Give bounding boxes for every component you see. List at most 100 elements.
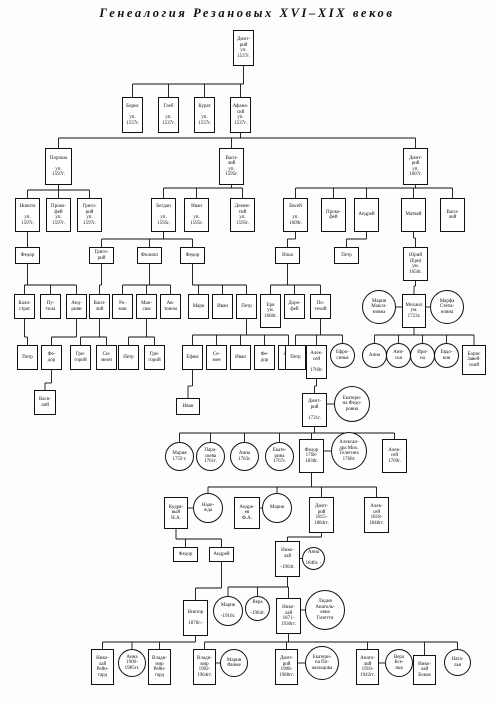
person-efrosinya: Ефро- синья: [330, 343, 355, 368]
person-grigory4: Гри- горий: [144, 345, 165, 370]
person-vladimir1902: Влади- мир 1902- 1964гг.: [193, 649, 216, 685]
person-fedor1768: Федор 1768- 1838г.: [299, 439, 324, 473]
person-anatoly1910: Анато- лий 1910- 1942гг.: [356, 649, 379, 685]
person-ekaterina1767: Екате- рина 1767г.: [265, 442, 294, 471]
person-fedor2: Федор: [180, 247, 205, 264]
person-fedor1: Федор: [15, 247, 40, 264]
person-gleb1537: Глеб уп. 1537г.: [158, 97, 179, 133]
person-grigory1597: Григо- рий уп. 1597г.: [77, 198, 102, 232]
person-kalistrat: Кали- страт: [14, 294, 35, 319]
person-petr5: Петр: [285, 345, 306, 370]
person-potekhiy: По- техий: [310, 294, 331, 319]
person-maria-finke: Мария Финке: [220, 649, 248, 677]
person-anisya: Ани- сья: [386, 343, 411, 368]
person-mikhail1723: Михаил ум. 1723г.: [402, 294, 426, 328]
person-avtonom: Ав- тоном: [160, 294, 181, 319]
person-petr3: Петр: [17, 345, 38, 370]
person-andrian: Анд- риян: [66, 294, 87, 319]
person-paraskeva: Пара- скева 1761г.: [196, 442, 225, 471]
person-aleksey1769: Алек- сей 1769г.: [382, 439, 407, 473]
person-vasily4: Васи- лий: [34, 390, 56, 415]
person-anna1900: Анна 1900- 1985гг.: [118, 649, 146, 677]
person-kurat1537: Курат уп. 1537г.: [194, 97, 215, 133]
person-nikolay1904: Нико- лай -1904г.: [275, 541, 300, 577]
person-anna-m: Анна: [362, 343, 387, 368]
person-vladimir-reingard: Влади- мир Рейн- гард: [148, 649, 171, 685]
person-fedor3: Фе- дор: [41, 345, 62, 370]
person-boris-zaveisky: Борис Завей- ский: [462, 345, 486, 375]
person-natalia: Ната- лья: [444, 649, 471, 676]
person-anna1846: Анна 1846г. -: [302, 547, 325, 570]
person-petr1: Петр: [334, 247, 359, 264]
person-viktor: Виктор 1870г.-: [183, 600, 208, 636]
person-bogdan: Богдан уп. 1595г.: [151, 198, 176, 232]
person-nikita: Никита уп. 1597г.: [15, 198, 40, 232]
person-afanasy1537: Афана- сий уп. 1537г.: [230, 97, 251, 133]
person-efim: Ефим: [182, 345, 203, 370]
person-prokofey1597: Проко- фей уп. 1597г.: [46, 198, 71, 232]
person-vasily3: Васи- лий: [89, 294, 110, 319]
person-simeon1: Си- меон: [96, 345, 117, 370]
person-aleksey1760: Алек- сей 1760г.: [306, 345, 327, 379]
person-lidia: Лидия Анатоль- евна Гизетти: [305, 590, 345, 630]
person-grigory2: Григо- рий: [89, 247, 114, 264]
person-fedor5: Федор: [173, 547, 198, 562]
person-ivan3: Иван: [230, 345, 251, 370]
person-nadezhda: Наде- жда: [193, 493, 223, 523]
person-prokofey2: Проко- фей: [321, 198, 346, 232]
person-petr4: Петр: [118, 345, 139, 370]
person-andreev: Андре- ев Ф.А.: [234, 497, 260, 529]
person-aleksey1818: Алек- сей 1818- 1848гг.: [364, 497, 389, 533]
person-maria-a: Мария: [262, 493, 292, 523]
person-nikolay-bokov: Нико- лай Боков: [413, 655, 436, 685]
person-maria-maks: Мария Макси- мовна: [362, 290, 396, 324]
person-vera1904: Вера -1904г.: [245, 596, 270, 621]
person-ilya: Илья: [275, 247, 300, 264]
person-mark: Марк: [188, 294, 209, 319]
person-kudryavy: Кудря- вый Н.А.: [164, 497, 188, 529]
person-andrey3: Андрей: [209, 547, 234, 562]
person-yury: Юрий (Ери) ум. 1650г.: [403, 247, 428, 281]
person-marfa: Марфа Степа- новна: [430, 290, 464, 324]
chart-title: Генеалогия Резановых XVI–XIX веков: [99, 6, 395, 20]
person-irina: Ири- на: [410, 343, 435, 368]
person-nikolay1871: Нико- лай 1871- 1930гг.: [276, 598, 301, 634]
person-aleksandra: Алексан- дра Мих. Телегина 1768г.: [331, 432, 367, 470]
person-maksim: Мак- сим: [136, 294, 157, 319]
person-ivan4: Иван: [176, 398, 200, 415]
person-porosha: Пороша уп. 1597г.: [45, 148, 72, 185]
person-dmitry1908: Дмит- рий 1908- 1988гг.: [275, 649, 298, 685]
person-grigory3: Гри- горий: [70, 345, 91, 370]
person-ivan2: Иван: [212, 294, 233, 319]
person-maria1916: Мария -1916г.: [213, 596, 243, 626]
person-dmitry1815: Дмит- рий 1815- 1884гг.: [309, 497, 334, 533]
person-ivan1595: Иван уп. 1595г.: [184, 198, 209, 232]
person-dementy: Демен- тий уп. 1595г.: [230, 198, 255, 232]
person-dmitry1537: Дмит- рий уп. 1537г.: [233, 30, 254, 66]
person-boris1537: Борис уп. 1537г.: [122, 97, 143, 133]
person-dmitry1731: Дмит- рий 1731г.: [302, 393, 327, 427]
person-dmitry1607: Дмит- рий уп. 1607г.: [403, 148, 428, 185]
person-vasily1595: Васи- лий уп. 1595г.: [219, 148, 244, 185]
person-dorofey: Доро- фей: [284, 294, 305, 319]
person-matvey: Матвей: [401, 198, 426, 232]
person-filipp: Филипп: [137, 247, 162, 264]
person-andrey1: Андрей: [354, 198, 379, 232]
person-vasily2: Васи- лий: [440, 198, 465, 232]
person-putila: Пу- тила: [40, 294, 61, 319]
person-evdokia: Евдо- кия: [434, 343, 459, 368]
person-petr2: Петр: [236, 294, 257, 319]
person-roman: Ро- ман: [112, 294, 133, 319]
person-fedor4: Фе- дор: [254, 345, 275, 370]
person-evsey: Евсей уп. 1609г.: [283, 198, 308, 232]
person-erya: Еря ум. 1660г.: [260, 294, 281, 328]
person-vera-ksenya: Вера Ксе- нья: [385, 649, 413, 677]
person-ekaterina-f: Екатери- на Федо- ровна: [334, 386, 370, 422]
person-nikolay-reingard: Нико- лай Рейн- гард: [91, 649, 114, 685]
person-anna1763: Анна 1763г.: [230, 442, 259, 471]
person-semen: Се- мен: [206, 345, 227, 370]
person-ekaterina-p: Екатери- на По- жильцова: [305, 646, 339, 680]
person-maria1759: Мария 1759 г.: [165, 442, 194, 471]
